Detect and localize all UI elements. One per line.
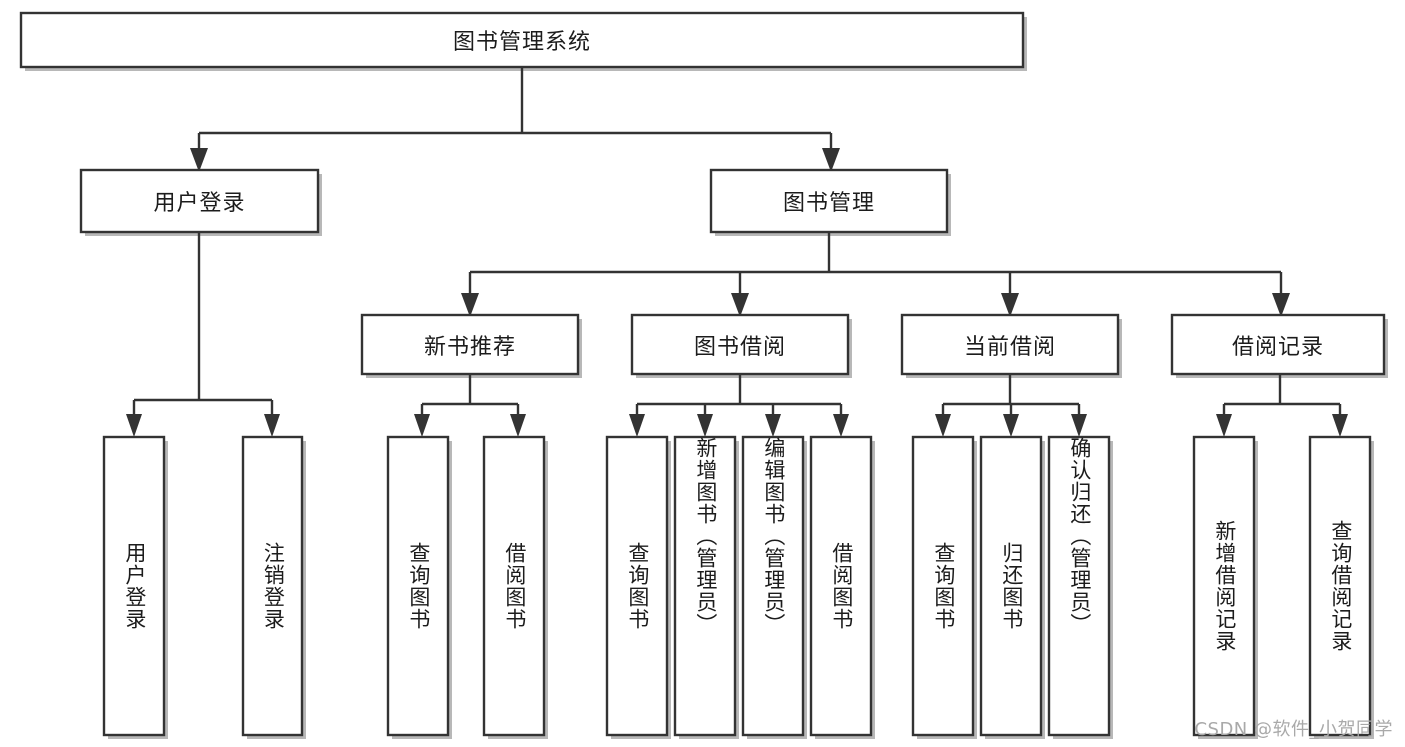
- node-leaf-add-book[interactable]: [673, 435, 737, 737]
- node-leaf-logout[interactable]: [241, 435, 304, 737]
- node-leaf-borrow-book-1[interactable]: [482, 435, 546, 737]
- arrow-heads: [126, 148, 1348, 437]
- node-current-borrow[interactable]: [900, 313, 1120, 376]
- node-leaf-query-record[interactable]: [1308, 435, 1372, 737]
- node-leaf-query-book-2[interactable]: [605, 435, 669, 737]
- csdn-watermark: CSDN @软件_小贺同学: [1194, 719, 1393, 740]
- node-book-management[interactable]: [709, 168, 949, 234]
- node-leaf-user-login[interactable]: [102, 435, 166, 737]
- node-book-borrow[interactable]: [630, 313, 850, 376]
- node-leaf-edit-book[interactable]: [741, 435, 805, 737]
- node-leaf-query-book-1[interactable]: [386, 435, 450, 737]
- node-user-login[interactable]: [79, 168, 320, 234]
- node-root[interactable]: [19, 11, 1025, 69]
- node-borrow-record[interactable]: [1170, 313, 1386, 376]
- node-leaf-return-book[interactable]: [979, 435, 1043, 737]
- node-new-book-recommend[interactable]: [360, 313, 580, 376]
- node-leaf-query-book-3[interactable]: [911, 435, 975, 737]
- node-leaf-add-record[interactable]: [1192, 435, 1256, 737]
- node-leaf-confirm-return[interactable]: [1047, 435, 1111, 737]
- node-leaf-borrow-book-2[interactable]: [809, 435, 873, 737]
